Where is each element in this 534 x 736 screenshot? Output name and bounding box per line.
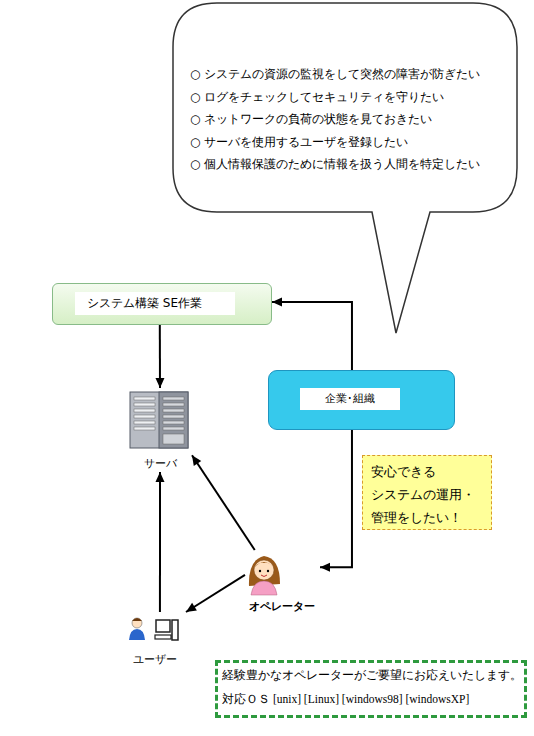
bullet-item: ○ サーバを使用するユーザを登録したい — [190, 134, 408, 150]
label-plate: 企業･組織 — [300, 388, 400, 410]
server-node: サーバ — [128, 388, 192, 472]
bullet-item: ○ ログをチェックしてセキュリティを守りたい — [190, 89, 444, 105]
note-node: 安心できる システムの運用・ 管理をしたい！ — [362, 455, 492, 530]
drive-bay — [163, 397, 184, 400]
connector-arrow — [186, 575, 245, 612]
arrow-head — [272, 297, 282, 306]
drive-bay — [163, 403, 184, 406]
connector-line — [186, 575, 245, 612]
connector-arrow — [192, 455, 255, 550]
connector-line — [320, 430, 352, 567]
drive-bay — [134, 415, 155, 418]
eye — [259, 570, 261, 572]
server-side — [159, 392, 188, 448]
arrow-head — [320, 563, 330, 572]
drive-bay — [163, 409, 184, 412]
note-text: 経験豊かなオペレーターがご要望にお応えいたします。 — [222, 668, 522, 683]
head — [132, 618, 142, 628]
org-node: 企業･組織 — [268, 370, 455, 430]
arrow-head — [192, 455, 201, 466]
note-text: 安心できる システムの運用・ 管理をしたい！ — [371, 460, 489, 529]
drive-bay — [163, 427, 184, 430]
eye — [267, 570, 269, 572]
speech-bubble-outline — [172, 2, 518, 215]
drive-bay — [134, 409, 155, 412]
connector-arrow — [320, 430, 352, 572]
box-label: 企業･組織 — [300, 392, 400, 406]
connector-line — [192, 455, 255, 550]
monitor — [156, 620, 170, 632]
note-text: 対応ＯＳ [unix] [Linux] [windows98] [windows… — [222, 692, 469, 707]
icon-label: ユーザー — [124, 653, 186, 667]
body — [251, 581, 277, 595]
bubble-node: ○ システムの資源の監視をして突然の障害が防ぎたい ○ ログをチェックしてセキュリ… — [172, 2, 518, 215]
fringe — [254, 562, 274, 568]
face — [254, 560, 274, 580]
bullet-item: ○ システムの資源の監視をして突然の障害が防ぎたい — [190, 66, 480, 82]
operator-node: オペレーター — [245, 550, 320, 614]
drive-bay — [134, 403, 155, 406]
connector-arrow — [272, 297, 352, 370]
bullet-item: ○ ネットワークの負荷の状態を見ておきたい — [190, 111, 432, 127]
se-node: システム構築 SE作業 — [52, 283, 272, 325]
label-plate: システム構築 SE作業 — [75, 292, 235, 315]
user-node: ユーザー — [124, 612, 186, 668]
keyboard — [155, 635, 171, 639]
body — [129, 629, 145, 640]
server-panel — [163, 434, 184, 444]
arrow-head — [186, 603, 197, 612]
icon-label: サーバ — [128, 457, 192, 471]
tower — [172, 620, 178, 640]
box-label: システム構築 SE作業 — [87, 296, 202, 311]
drive-bay — [134, 397, 155, 400]
drive-bay — [163, 421, 184, 424]
connector-arrow — [155, 472, 164, 612]
drive-bay — [134, 427, 155, 430]
mouth — [261, 575, 267, 577]
dashed-node: 経験豊かなオペレーターがご要望にお応えいたします。対応ＯＳ [unix] [Li… — [215, 660, 527, 718]
connector-line — [272, 302, 352, 370]
server-body — [130, 392, 188, 448]
arrow-head — [155, 472, 164, 482]
connector-arrow — [155, 325, 164, 388]
connector-line — [159, 325, 161, 388]
bullet-item: ○ 個人情報保護のために情報を扱う人間を特定したい — [190, 156, 480, 172]
arrow-head — [155, 378, 164, 388]
hair — [132, 618, 142, 621]
drive-bay — [134, 421, 155, 424]
icon-label: オペレーター — [249, 600, 315, 614]
connector-line — [159, 472, 161, 612]
drive-bay — [163, 415, 184, 418]
